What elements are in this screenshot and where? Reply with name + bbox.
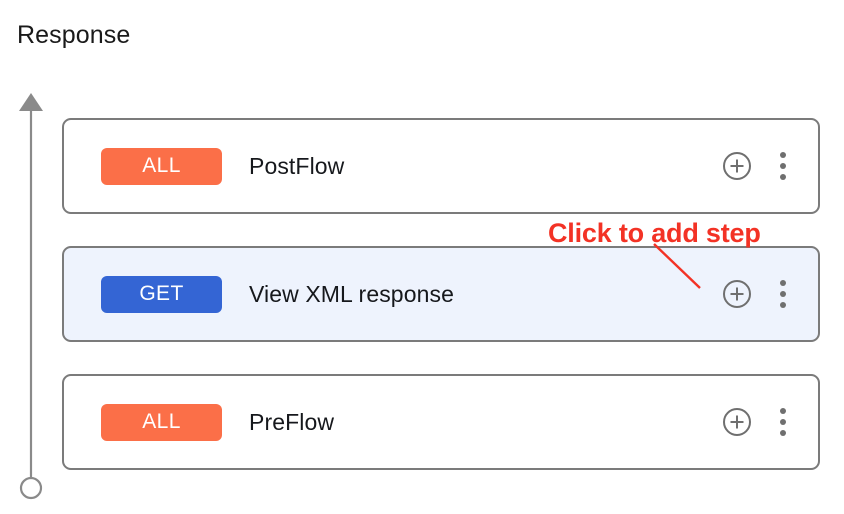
row-actions — [720, 405, 796, 439]
more-options-button[interactable] — [770, 405, 796, 439]
flow-step-row[interactable]: ALL PreFlow — [62, 374, 820, 470]
kebab-dot — [780, 302, 786, 308]
circle-outline-icon — [19, 476, 43, 500]
row-actions — [720, 149, 796, 183]
add-step-button[interactable] — [720, 405, 754, 439]
add-step-button-viewxml[interactable] — [720, 277, 754, 311]
flow-direction-axis — [12, 86, 52, 502]
kebab-dot — [780, 152, 786, 158]
kebab-dot — [780, 291, 786, 297]
more-options-button[interactable] — [770, 277, 796, 311]
kebab-dot — [780, 419, 786, 425]
method-badge: GET — [101, 275, 222, 313]
kebab-dot — [780, 174, 786, 180]
kebab-dot — [780, 430, 786, 436]
more-options-button[interactable] — [770, 149, 796, 183]
plus-circle-icon — [723, 152, 751, 180]
annotation-label: Click to add step — [548, 218, 761, 248]
flow-step-label: View XML response — [249, 280, 454, 307]
flow-step-row[interactable]: ALL PostFlow — [62, 118, 820, 214]
plus-circle-icon — [723, 280, 751, 308]
add-step-button[interactable] — [720, 149, 754, 183]
method-badge: ALL — [101, 147, 222, 185]
kebab-dot — [780, 408, 786, 414]
arrow-up-icon — [19, 93, 43, 111]
kebab-dot — [780, 280, 786, 286]
flow-step-label: PostFlow — [249, 152, 345, 179]
page-title: Response — [17, 21, 131, 49]
flow-step-row-selected[interactable]: GET View XML response — [62, 246, 820, 342]
method-badge: ALL — [101, 403, 222, 441]
row-actions — [720, 277, 796, 311]
kebab-dot — [780, 163, 786, 169]
plus-circle-icon — [723, 408, 751, 436]
flow-step-label: PreFlow — [249, 408, 335, 435]
